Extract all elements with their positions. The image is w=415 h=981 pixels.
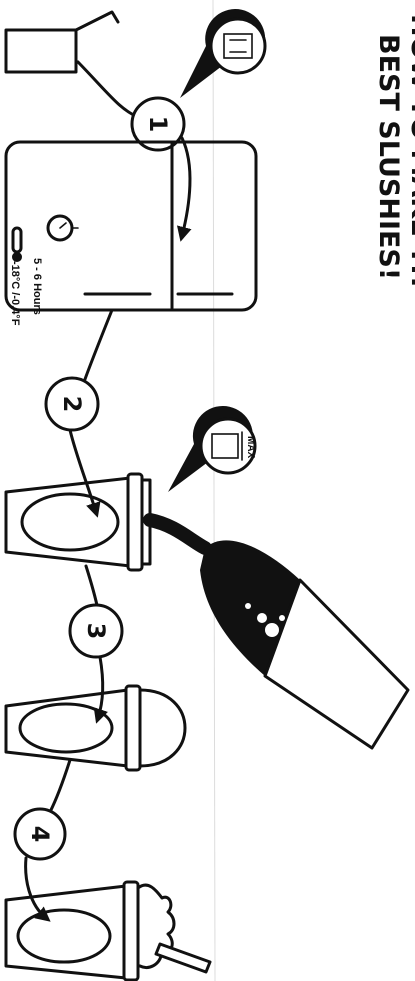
title-line-2: BEST SLUSHIES! bbox=[373, 34, 404, 280]
stopwatch-icon bbox=[46, 214, 79, 242]
drink-bottle bbox=[143, 513, 410, 750]
step-1-number: 1 bbox=[144, 116, 172, 133]
title-line-1: HOW TO MAKE TH bbox=[405, 14, 415, 287]
title-block: HOW TO MAKE TH BEST SLUSHIES! bbox=[373, 14, 415, 287]
finished-slushie bbox=[4, 880, 212, 981]
arrow-to-slush-cup bbox=[93, 655, 108, 724]
step-4-number: 4 bbox=[26, 826, 54, 843]
step-4-badge: 4 bbox=[13, 807, 67, 861]
arrow-to-freezer bbox=[176, 136, 192, 242]
page-fold-line bbox=[212, 0, 216, 981]
arrow-to-finished-slushie bbox=[24, 856, 51, 922]
freezer-temperature-label: -18°C /-0.4°F bbox=[9, 261, 21, 326]
connector-to-step-4 bbox=[48, 758, 72, 814]
connector-to-step-1 bbox=[76, 60, 142, 120]
max-line-magnifier: MAX bbox=[168, 405, 257, 492]
cup-with-dome bbox=[4, 684, 187, 772]
cup-filling bbox=[4, 472, 152, 572]
step-3-badge: 3 bbox=[68, 603, 124, 659]
step-2-number: 2 bbox=[58, 396, 86, 413]
max-fill-label: MAX bbox=[245, 436, 256, 459]
empty-cup bbox=[4, 10, 120, 74]
freezer-illustration: 5 - 6 Hours -18°C /-0.4°F bbox=[4, 140, 258, 326]
freezer-time-label: 5 - 6 Hours bbox=[31, 258, 43, 315]
step-1-badge: 1 bbox=[130, 96, 186, 152]
step-2-badge: 2 bbox=[44, 376, 100, 432]
step-3-number: 3 bbox=[82, 623, 110, 640]
arrow-to-fill-cup bbox=[68, 428, 101, 518]
connector-to-step-3 bbox=[84, 564, 100, 612]
connector-to-step-2 bbox=[82, 308, 114, 384]
thermometer-icon bbox=[11, 226, 23, 262]
lid-detail-magnifier bbox=[180, 9, 267, 98]
